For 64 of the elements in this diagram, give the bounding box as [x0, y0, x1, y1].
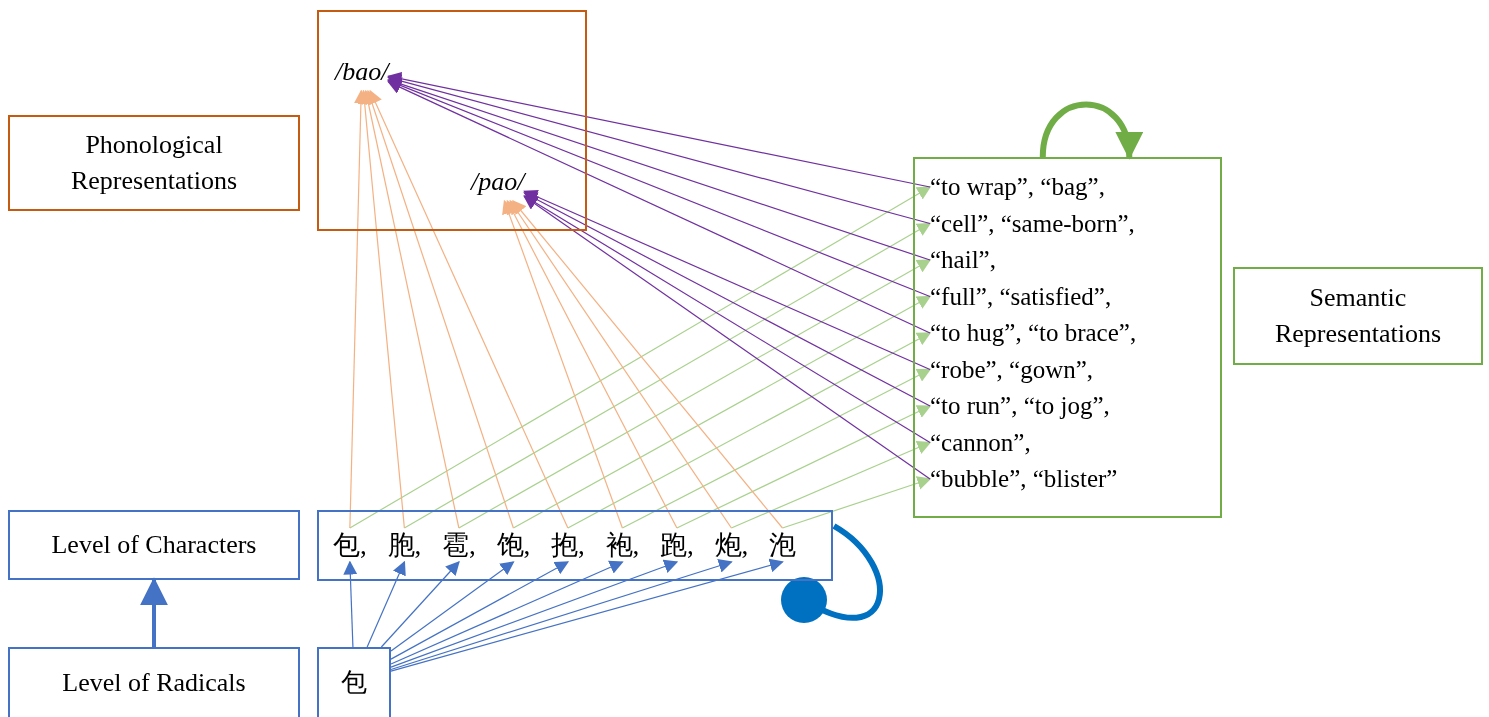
arrow: [140, 577, 168, 647]
semantics-box: [913, 157, 1222, 518]
character-text: 胞,: [387, 528, 422, 562]
arrow: [343, 560, 358, 648]
label-box: [8, 510, 300, 580]
meaning-text: “to run”, “to jog”,: [930, 391, 1110, 421]
arrow: [366, 560, 406, 648]
arrow: [390, 561, 570, 660]
characters-box: [317, 510, 833, 581]
character-text: 抱,: [551, 528, 585, 562]
phonology-box: [317, 10, 587, 231]
arrow: [676, 405, 932, 529]
character-text: 泡: [769, 528, 796, 562]
arrow: [390, 561, 515, 652]
arrow: [390, 559, 679, 668]
arrow: [380, 560, 460, 648]
radical-box: [317, 647, 391, 717]
arrow: [523, 189, 931, 371]
arrow: [365, 89, 514, 529]
character-text: 跑,: [660, 528, 694, 562]
arrow: [621, 368, 932, 529]
arrow: [567, 332, 932, 529]
label-box: [8, 647, 300, 717]
phonological-form: /bao/: [335, 52, 389, 91]
arrow: [512, 295, 932, 529]
character-text: 炮,: [714, 528, 749, 562]
arrow: [403, 222, 932, 529]
character-text: 饱,: [496, 528, 531, 562]
label-text: Level of Characters: [50, 529, 258, 561]
arrow: [387, 74, 931, 225]
meaning-text: “cannon”,: [930, 427, 1031, 458]
meaning-text: “robe”, “gown”,: [930, 354, 1094, 385]
meaning-text: “cell”, “same-born”,: [930, 208, 1135, 239]
character-text: 袍,: [605, 528, 640, 562]
phonological-form: /pao/: [471, 162, 525, 201]
arrow: [361, 89, 460, 529]
arrow: [523, 192, 931, 407]
character-text: 雹,: [442, 528, 476, 562]
label-box: [1233, 267, 1483, 365]
arrow: [506, 199, 678, 529]
meaning-text: “to wrap”, “bag”,: [930, 172, 1105, 202]
label-text: 包: [340, 667, 368, 699]
meaning-text: “full”, “satisfied”,: [930, 281, 1112, 312]
meaning-text: “to hug”, “to brace”,: [930, 318, 1137, 348]
arrow: [349, 186, 932, 529]
arrow: [387, 71, 931, 188]
label-text: Phonological Representations: [69, 129, 239, 197]
character-text: 包,: [333, 528, 367, 562]
label-box: [8, 115, 300, 211]
meaning-text: “bubble”, “blister”: [930, 464, 1118, 494]
arrow: [781, 476, 932, 529]
meaning-text: “hail”,: [930, 245, 996, 275]
arrow: [512, 199, 784, 529]
arrow: [390, 560, 624, 665]
arrow: [369, 89, 569, 529]
arrow: [458, 259, 932, 529]
label-text: Level of Radicals: [61, 667, 247, 699]
arrow: [387, 77, 931, 261]
arrow: [1039, 101, 1141, 160]
arrow: [502, 199, 623, 529]
label-text: Semantic Representations: [1273, 282, 1443, 350]
arrow: [509, 199, 732, 529]
arrow: [357, 89, 405, 529]
arrow: [730, 441, 932, 529]
